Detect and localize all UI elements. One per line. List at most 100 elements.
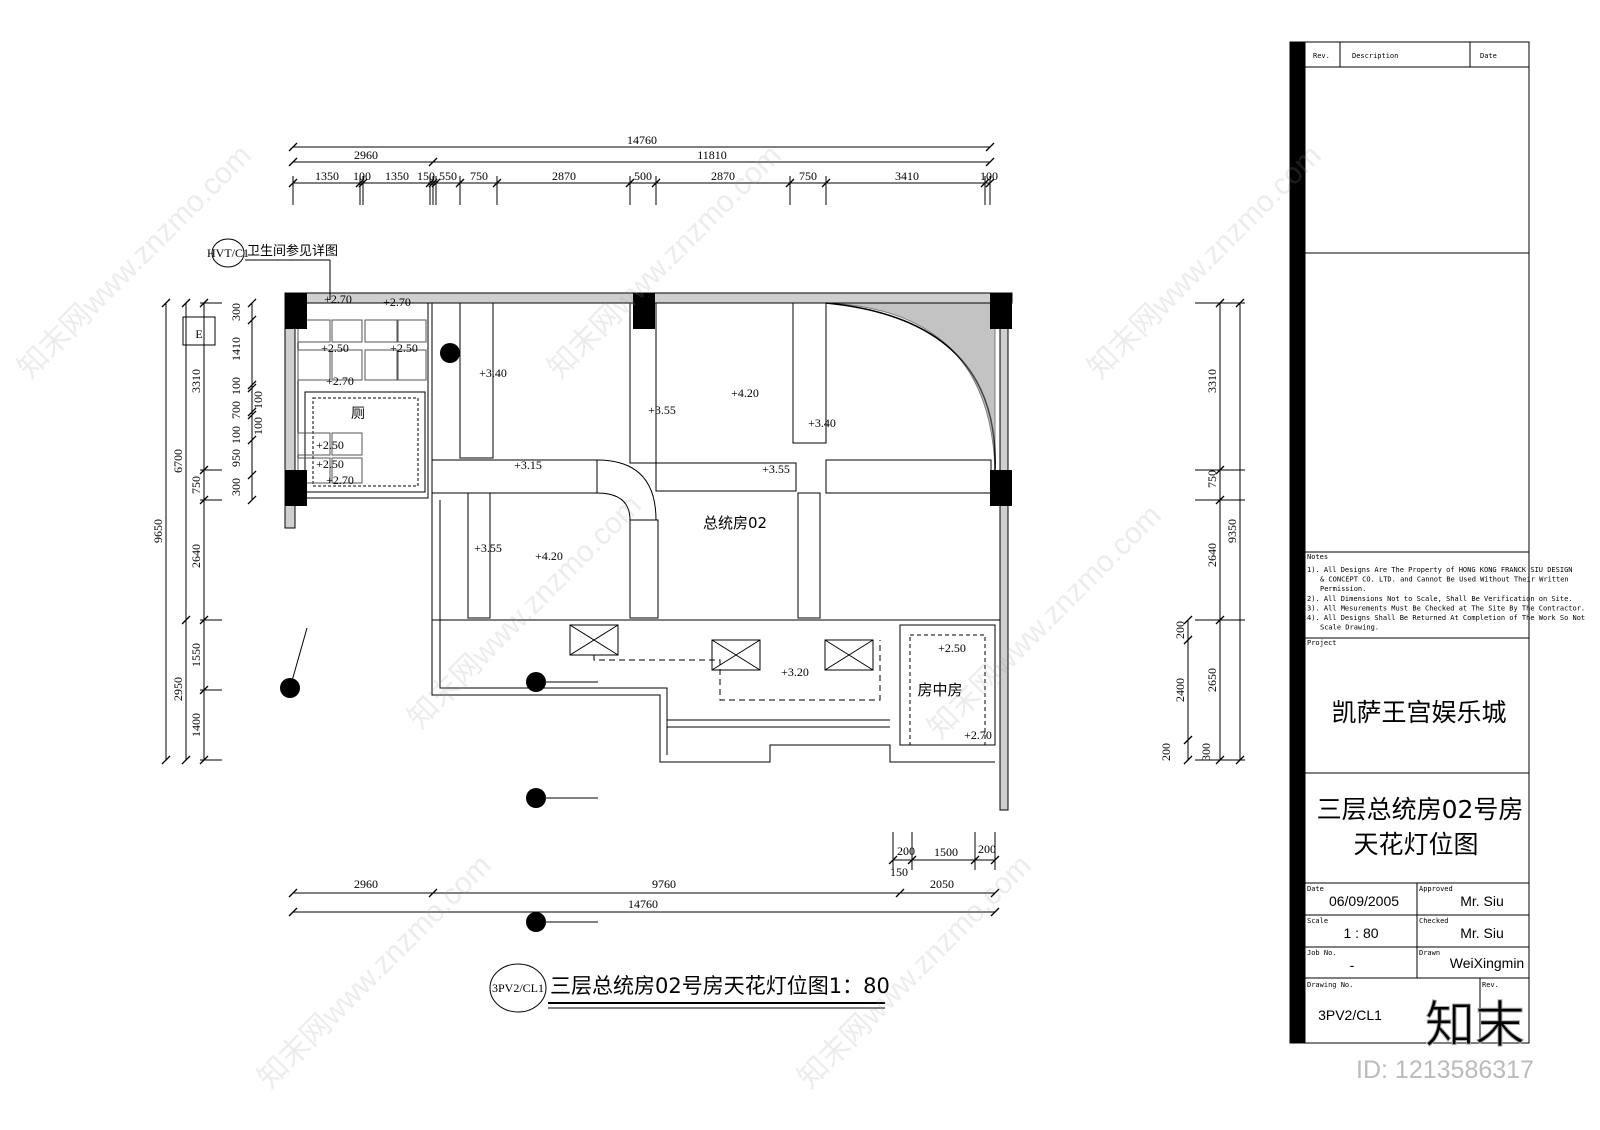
dim-tick <box>990 907 1000 917</box>
svg-text:知末网www.znzmo.com: 知末网www.znzmo.com <box>402 489 648 735</box>
view-markers <box>280 343 598 932</box>
ceiling-level: +2.70 <box>964 728 992 742</box>
dim-tick <box>1183 755 1193 765</box>
tb-date-header: Date <box>1480 52 1497 60</box>
dim-label: 9650 <box>151 519 165 543</box>
dim-label: 2050 <box>930 877 954 891</box>
dim-tick <box>181 755 191 765</box>
title-block <box>1289 41 1530 1044</box>
dim-label: 750 <box>799 169 817 183</box>
dim-tick <box>288 907 298 917</box>
ceiling-level: +2.50 <box>938 641 966 655</box>
tb-notes-label: Notes <box>1307 553 1328 561</box>
dim-top-11810: 11810 <box>697 148 727 162</box>
section-mark: E <box>195 327 202 341</box>
dim-label: 100 <box>251 391 265 409</box>
tb-date-label: Date <box>1307 885 1324 893</box>
top-dimensions <box>288 142 995 205</box>
ceiling-level: +4.20 <box>731 386 759 400</box>
dim-label: 300 <box>229 478 243 496</box>
dim-label: 750 <box>1205 470 1219 488</box>
dim-label: 3310 <box>1205 369 1219 393</box>
ceiling-level: +4.20 <box>535 549 563 563</box>
drawing-title: 三层总统房02号房天花灯位图1：80 <box>550 974 890 998</box>
svg-text:知末网www.znzmo.com: 知末网www.znzmo.com <box>792 849 1038 1095</box>
tb-note: & CONCEPT CO. LTD. and Cannot Be Used Wi… <box>1320 576 1569 584</box>
dim-label: 2960 <box>354 877 378 891</box>
ceiling-level: +3.15 <box>514 458 542 472</box>
dim-label: 100 <box>229 377 243 395</box>
tb-rev-label: Rev. <box>1482 981 1499 989</box>
tb-note: Scale Drawing. <box>1320 624 1379 632</box>
tb-description-header: Description <box>1352 52 1398 60</box>
dim-label: 200 <box>1173 621 1187 639</box>
dim-label: 500 <box>634 169 652 183</box>
dim-label: 100 <box>980 169 998 183</box>
tb-approved: Mr. Siu <box>1460 893 1504 909</box>
dim-label: 100 <box>229 426 243 444</box>
dim-tick <box>161 755 171 765</box>
tb-drawing-no: 3PV2/CL1 <box>1318 1007 1382 1023</box>
section-mark-box <box>182 316 216 346</box>
dim-tick <box>895 888 905 898</box>
tb-note: 2). All Dimensions Not to Scale, Shall B… <box>1307 595 1573 603</box>
dim-label: 2640 <box>1205 543 1219 567</box>
dim-tick <box>181 298 191 308</box>
drawing-ref: 3PV2/CL1 <box>492 981 544 995</box>
tb-note: 4). All Designs Shall Be Returned At Com… <box>1307 614 1585 622</box>
dim-label: 9760 <box>652 877 676 891</box>
tb-note: Permission. <box>1320 585 1366 593</box>
watermark-id: ID: 1213586317 <box>1356 1056 1534 1084</box>
dim-label: 9350 <box>1225 519 1239 543</box>
room-label: 房中房 <box>917 681 962 699</box>
dim-tick <box>247 315 257 325</box>
dim-tick <box>990 888 1000 898</box>
dim-tick <box>288 142 298 152</box>
dim-tick <box>985 157 995 167</box>
dim-tick <box>247 410 257 420</box>
dim-label: 1350 <box>315 169 339 183</box>
dim-tick <box>1183 735 1193 745</box>
dim-label: 150 <box>890 865 908 879</box>
svg-text:知末网www.znzmo.com: 知末网www.znzmo.com <box>922 499 1168 745</box>
ceiling-level: +3.55 <box>648 403 676 417</box>
room-label: 厕 <box>351 406 365 422</box>
floor-plan <box>284 292 1013 811</box>
tb-project: 凯萨王宫娱乐城 <box>1331 698 1506 727</box>
dim-tick <box>288 888 298 898</box>
tb-drawn-label: Drawn <box>1419 949 1440 957</box>
dim-label: 3310 <box>189 369 203 393</box>
dim-tick <box>985 142 995 152</box>
tb-project-label: Project <box>1307 639 1337 647</box>
dim-label: 2640 <box>189 544 203 568</box>
bottom-dimensions <box>293 859 995 913</box>
dim-top-2960: 2960 <box>354 148 378 162</box>
dim-tick <box>428 157 438 167</box>
dim-tick <box>247 470 257 480</box>
tb-checked-label: Checked <box>1419 917 1449 925</box>
ceiling-level: +2.50 <box>316 457 344 471</box>
dim-tick <box>161 298 171 308</box>
dim-label: 2870 <box>711 169 735 183</box>
tb-drawing-title-1: 三层总统房02号房 <box>1317 795 1524 824</box>
dim-label: 2400 <box>1173 678 1187 702</box>
dim-label: 200 <box>978 842 996 856</box>
tb-scale-label: Scale <box>1307 917 1328 925</box>
ceiling-level: +2.70 <box>383 295 411 309</box>
tb-date: 06/09/2005 <box>1329 893 1399 909</box>
dim-label: 750 <box>189 476 203 494</box>
dim-tick <box>247 298 257 308</box>
tb-checked: Mr. Siu <box>1460 925 1504 941</box>
ceiling-level: +2.70 <box>324 292 352 306</box>
watermark-logo: 知末 <box>1425 996 1525 1054</box>
dim-label: 550 <box>439 169 457 183</box>
tb-job-label: Job No. <box>1307 949 1337 957</box>
dim-top-overall: 14760 <box>627 133 657 147</box>
dim-tick <box>428 888 438 898</box>
tb-rev-header: Rev. <box>1313 52 1330 60</box>
ceiling-level: +3.40 <box>479 366 507 380</box>
dim-label: 150 <box>417 169 435 183</box>
svg-text:知末网www.znzmo.com: 知末网www.znzmo.com <box>12 139 258 385</box>
dim-label: 2870 <box>552 169 576 183</box>
